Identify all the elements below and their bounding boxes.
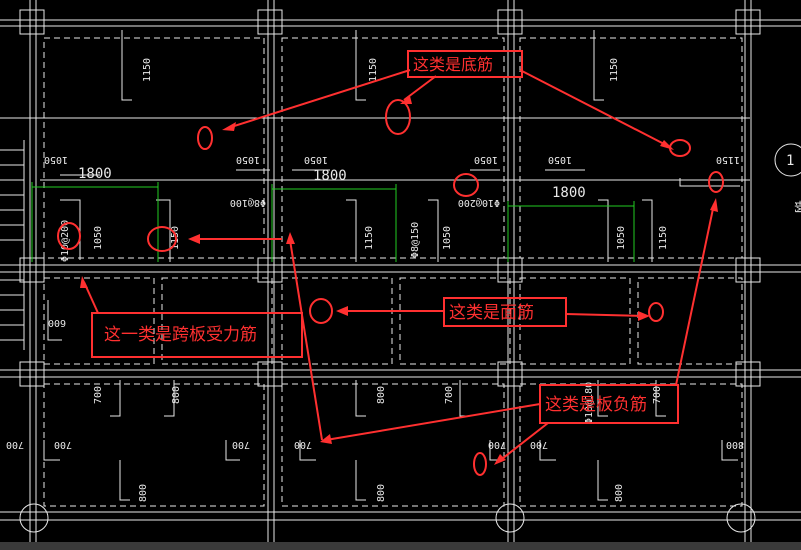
axis-bubble-bottom-1 (19, 503, 49, 533)
dim-700-i: 700 (530, 439, 548, 450)
dim-600: 600 (48, 317, 66, 328)
highlight-ellipse-2 (385, 99, 411, 135)
highlight-ellipse-1 (197, 126, 213, 150)
dim-1150-k: 1150 (658, 226, 669, 250)
highlight-ellipse-9 (648, 302, 664, 322)
dim-700-h: 700 (488, 439, 506, 450)
highlight-ellipse-8 (309, 298, 333, 324)
dimension-texts: 1150 1150 1150 1050 1050 1050 1050 1050 … (6, 58, 801, 502)
axis-bubble-bottom-2 (495, 503, 525, 533)
dim-1150-d: 1150 (716, 154, 740, 165)
spacing-phi8-100: Φ8@100 (230, 197, 266, 208)
axis-bubbles (19, 143, 801, 533)
dim-1150-b: 1150 (368, 58, 379, 82)
dim-1050-j: 1050 (616, 226, 627, 250)
dim-1800-b: 1800 (313, 168, 347, 184)
dim-1800-c: 1800 (552, 185, 586, 201)
spacing-phi10-200-a: Φ10@200 (60, 220, 71, 262)
dim-1050-a: 1050 (44, 154, 68, 165)
dim-1150-a: 1150 (142, 58, 153, 82)
dim-800-e: 800 (376, 484, 387, 502)
highlight-ellipse-6 (57, 222, 81, 250)
spacing-phi10-180: Φ10@180 (584, 382, 595, 424)
highlight-ellipse-4 (708, 171, 724, 193)
annotation-negative-bars: 这类是板负筋 (545, 395, 647, 415)
annotation-span-bars: 这一类是跨板受力筋 (104, 325, 257, 345)
dim-700-a: 700 (93, 386, 104, 404)
dim-700-e: 700 (54, 439, 72, 450)
dim-1800-a: 1800 (78, 166, 112, 182)
dim-700-g: 700 (294, 439, 312, 450)
stair-hatch (0, 140, 25, 350)
side-text: 钢 (792, 200, 801, 213)
dim-700-d: 700 (6, 439, 24, 450)
dim-1050-e: 1050 (548, 154, 572, 165)
dim-1150-c: 1150 (609, 58, 620, 82)
axis-bubble-bottom-3 (726, 503, 756, 533)
dimension-lines (31, 182, 635, 262)
arrow-heads (80, 96, 718, 465)
dim-700-c: 700 (652, 386, 663, 404)
columns (19, 9, 761, 387)
dim-700-f: 700 (232, 439, 250, 450)
highlight-ellipse-3 (669, 139, 691, 157)
dim-1050-c: 1050 (304, 154, 328, 165)
annotation-labels: 这类是底筋 这类是面筋 这一类是跨板受力筋 这类是板负筋 (104, 55, 647, 415)
annotation-bottom-bars: 这类是底筋 (413, 55, 493, 74)
highlight-ellipse-5 (453, 173, 479, 197)
label-box-bottom-bars (407, 50, 523, 78)
rebar-symbols (43, 30, 740, 501)
highlight-ellipse-10 (473, 452, 487, 476)
axis-bubble-right (774, 143, 801, 177)
dim-800-f: 800 (614, 484, 625, 502)
dim-1050-i: 1050 (442, 226, 453, 250)
dim-1150-h: 1150 (364, 226, 375, 250)
highlight-ellipse-7 (147, 226, 177, 252)
label-box-span-bars (91, 312, 303, 358)
dim-800-b: 800 (376, 386, 387, 404)
dim-1050-d: 1050 (474, 154, 498, 165)
dim-800-d: 800 (138, 484, 149, 502)
bottom-strip (0, 542, 801, 550)
axis-label-1: 1 (786, 153, 794, 169)
dim-1050-f: 1050 (93, 226, 104, 250)
dim-800-a: 800 (171, 386, 182, 404)
spacing-phi10-200-b: Φ10@200 (458, 197, 500, 208)
dim-700-b: 700 (444, 386, 455, 404)
dim-800-c: 800 (726, 439, 744, 450)
dim-1050-b: 1050 (236, 154, 260, 165)
spacing-phi8-150: Φ8@150 (410, 222, 421, 258)
annotation-top-bars: 这类是面筋 (449, 303, 534, 323)
